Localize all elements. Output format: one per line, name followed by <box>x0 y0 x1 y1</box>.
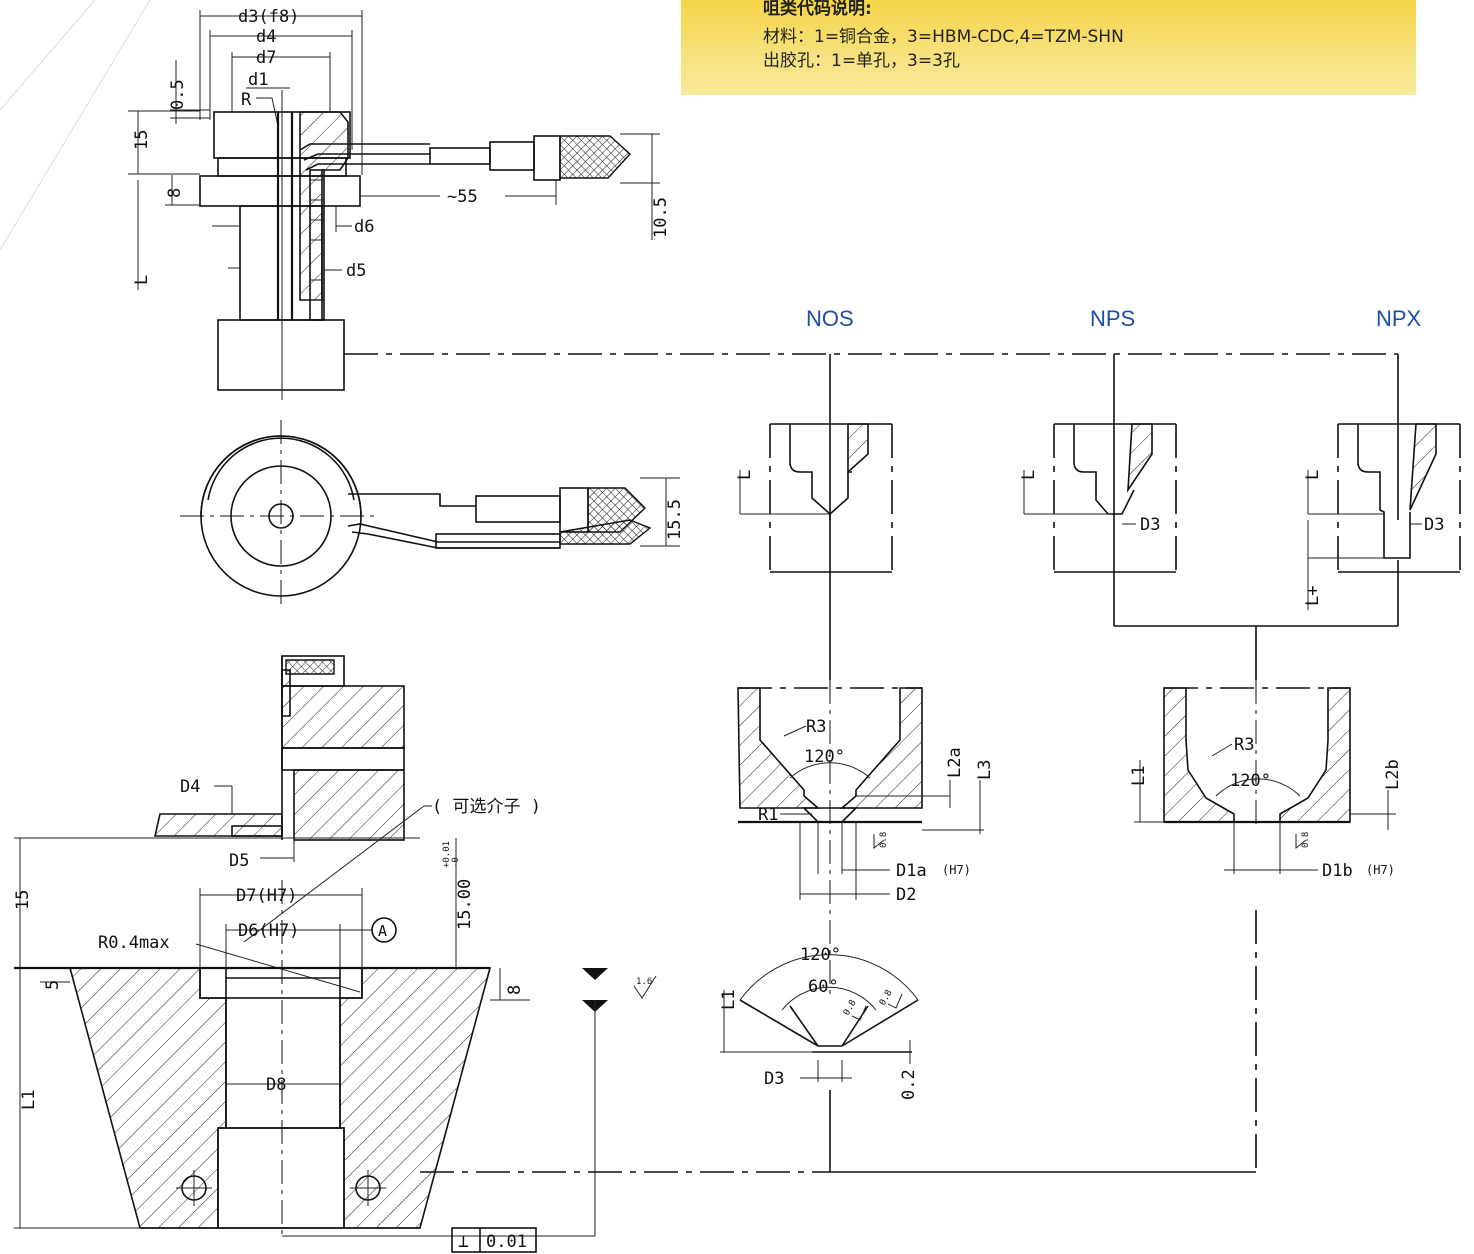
cone-L1: L1 <box>719 990 739 1010</box>
cone-detail: 120° 60° 0.8 0.8 L1 D3 0.2 <box>719 945 919 1172</box>
note-material-line: 材料：1=铜合金，3=HBM-CDC,4=TZM-SHN <box>763 27 1124 47</box>
dim-15-top: 15 <box>132 130 152 150</box>
dim-D6: D6(H7) <box>238 921 299 941</box>
dim-55: ~55 <box>447 187 478 207</box>
variant-nos-label: NOS <box>806 306 854 331</box>
nos-R1: R1 <box>758 805 778 825</box>
optional-insert-label: ( 可选介子 ) <box>432 797 541 817</box>
datum-A: A <box>378 922 387 940</box>
nos-L2a: L2a <box>945 747 965 778</box>
dim-10-5: 10.5 <box>651 197 671 238</box>
dim-L1-mount: L1 <box>19 1090 39 1110</box>
nozzle-code-note: 咀类代码说明: 材料：1=铜合金，3=HBM-CDC,4=TZM-SHN 出胶孔… <box>681 0 1416 95</box>
dim-8-top: 8 <box>165 188 185 198</box>
dim-d3: d3(f8) <box>238 7 299 27</box>
dim-d1: d1 <box>248 70 268 90</box>
nos-D2: D2 <box>896 885 916 905</box>
variant-nps-label: NPS <box>1090 306 1136 331</box>
dim-d6: d6 <box>354 217 374 237</box>
perp-symbol: ⊥ <box>458 1231 469 1252</box>
dim-15-00: 15.00 <box>455 879 475 930</box>
np-seat-detail: R3 120° L1 L2b D1b (H7) 0.8 <box>830 680 1403 1173</box>
npx-L: L <box>1303 470 1323 480</box>
nozzle-plan-view: 15.5 <box>180 420 685 610</box>
npx-Lplus: L+ <box>1303 586 1323 606</box>
dim-r04: R0.4max <box>98 933 170 953</box>
nps-L: L <box>1019 470 1039 480</box>
dim-D7: D7(H7) <box>236 886 297 906</box>
perp-value: 0.01 <box>486 1232 527 1252</box>
dim-15-mount: 15 <box>13 890 33 910</box>
nos-L3: L3 <box>975 760 995 780</box>
nos-R3: R3 <box>806 717 826 737</box>
tol-plus: +0.01 <box>442 841 452 868</box>
np-rough: 0.8 <box>1301 832 1311 848</box>
mounting-section: D4 D5 ( 可选介子 ) 15 15.00 +0.01 -0 D7(H7) … <box>13 655 657 1253</box>
background-lines <box>0 0 151 251</box>
np-L1: L1 <box>1129 766 1149 786</box>
dim-d5: d5 <box>346 261 366 281</box>
dim-D4: D4 <box>180 777 200 797</box>
np-D1b: D1b <box>1322 861 1353 881</box>
dim-5: 5 <box>43 980 63 990</box>
note-heading: 咀类代码说明: <box>763 0 872 19</box>
np-R3: R3 <box>1234 735 1254 755</box>
nos-angle-120: 120° <box>804 747 845 767</box>
cone-D3: D3 <box>764 1069 784 1089</box>
nos-rough: 0.8 <box>879 832 889 848</box>
dim-15-5: 15.5 <box>665 499 685 540</box>
dim-D8: D8 <box>266 1075 286 1095</box>
nos-seat-detail: R3 120° L2a L3 R1 D1a (H7) D2 0.8 <box>737 680 995 1000</box>
np-angle-120: 120° <box>1230 771 1271 791</box>
tol-minus: -0 <box>451 857 461 868</box>
note-outlet-line: 出胶孔：1=单孔，3=3孔 <box>763 51 960 71</box>
nos-L: L <box>735 470 755 480</box>
dim-0-5: 0.5 <box>168 79 188 110</box>
np-D1b-tol: (H7) <box>1366 863 1395 877</box>
nps-D3: D3 <box>1140 515 1160 535</box>
np-L2b: L2b <box>1383 759 1403 790</box>
cone-0-2: 0.2 <box>899 1069 919 1100</box>
dim-8-mount: 8 <box>505 985 525 995</box>
dim-D5: D5 <box>229 851 249 871</box>
cone-rough-2: 0.8 <box>878 988 895 1007</box>
dim-d7: d7 <box>256 48 276 68</box>
variant-npx-label: NPX <box>1376 306 1422 331</box>
cone-60: 60° <box>808 977 839 997</box>
dim-r: R <box>241 90 252 110</box>
nozzle-side-view: d3(f8) d4 d7 d1 R 0.5 15 8 L <box>128 7 671 400</box>
dim-d4: d4 <box>256 27 276 47</box>
nos-D1a-tol: (H7) <box>942 863 971 877</box>
roughness-1-6: 1.6 <box>636 977 652 987</box>
tip-views: L L D3 L L+ D3 <box>735 354 1461 680</box>
nos-D1a: D1a <box>896 861 927 881</box>
dim-L-top: L <box>132 275 152 285</box>
cone-rough-1: 0.8 <box>842 998 859 1017</box>
cone-120: 120° <box>800 945 841 965</box>
npx-D3: D3 <box>1424 515 1444 535</box>
